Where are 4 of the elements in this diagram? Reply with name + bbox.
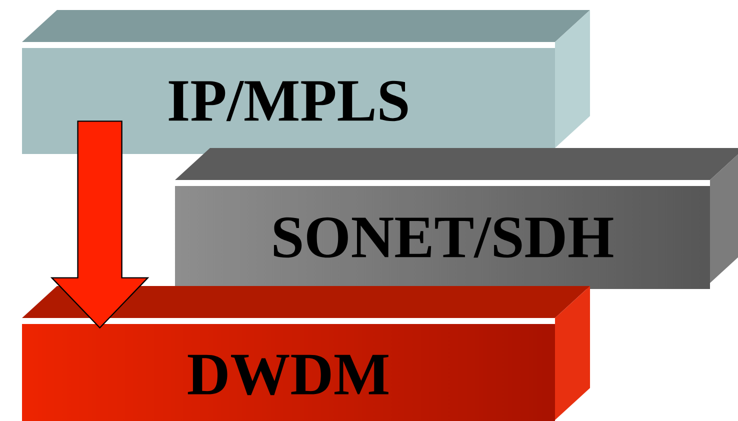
layer-block: DWDM [22, 286, 590, 421]
layer-block: IP/MPLS [22, 10, 590, 154]
arrow [50, 120, 150, 329]
layer-block: SONET/SDH [175, 148, 738, 289]
